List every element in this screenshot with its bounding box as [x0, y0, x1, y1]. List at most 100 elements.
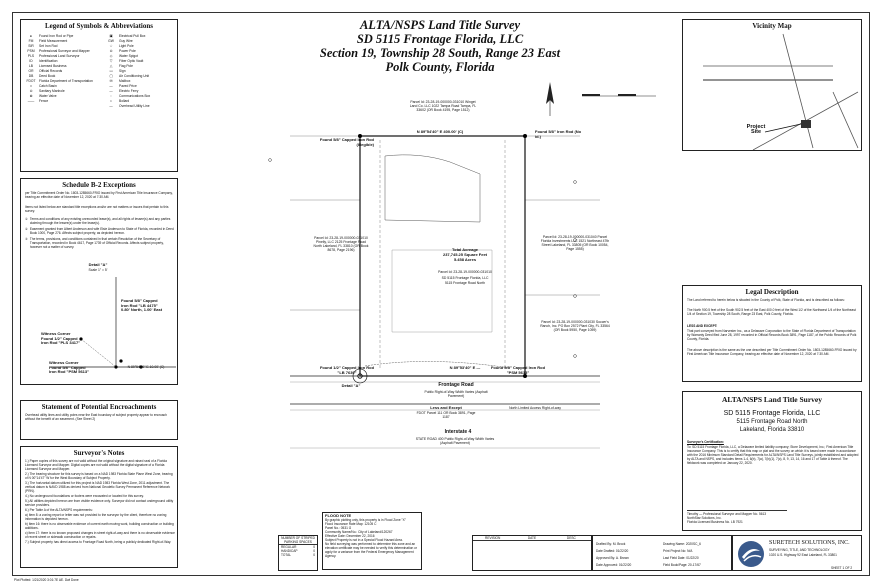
detail-a-scale: Scale 1" = 5': [88, 268, 108, 272]
detail-a-tag: Detail "A": [341, 383, 361, 388]
legend-row: ◇Water Spigot: [105, 53, 177, 58]
legend-symbol: OR: [28, 68, 34, 73]
legend-symbol: GW: [108, 38, 114, 43]
sig-line-2: NorthStar Solutions, Inc.: [687, 516, 722, 520]
legend-text: Licensed Business: [39, 63, 67, 68]
legend-row: —Overhead Utility Line: [105, 103, 177, 108]
vicinity-panel: Vicinity Map Project Site: [682, 19, 862, 151]
schedule-b2-item-num: ②: [25, 227, 28, 231]
legend-symbol: ▣: [109, 33, 113, 38]
parking-table-title: NUMBER OF STRIPED PARKING SPACES: [279, 536, 317, 545]
legend-symbol: ⊙: [109, 48, 113, 53]
less-except-label: Less and Except: [430, 405, 462, 410]
flood-note-panel: FLOOD NOTE By graphic plotting only, thi…: [322, 512, 422, 570]
footer-path: Plot Plotted: 1/21/2020 3:01:7E AE. Dwl …: [14, 578, 79, 582]
legend-text: Professional Land Surveyor: [39, 53, 80, 58]
flood-line: No field surveying was performed to dete…: [325, 542, 417, 558]
legend-symbol: ⊙: [29, 88, 33, 93]
legal-p2: The North 900.5 feet of the South 902.5 …: [687, 308, 856, 316]
legend-row: ✉ Mailbox: [105, 78, 177, 83]
legend-symbol: ●: [30, 33, 32, 38]
legend-title: Legend of Symbols & Abbreviations: [45, 22, 153, 30]
notes-title: Surveyor's Notes: [73, 449, 125, 457]
company-tagline: SURVEYING, TITLE, AND TECHNOLOGY: [769, 548, 830, 552]
total-area-ac: 5.458 Acres: [453, 257, 477, 262]
legend-symbol: ◇: [109, 53, 113, 58]
flood-line: Effective Date: December 22, 2016: [325, 534, 375, 538]
less-except-sub: FDOT Parcel 111 OR Book 3891, Page 1187: [416, 411, 476, 419]
legend-symbol: ⊗: [29, 93, 33, 98]
note-item: 3.) The horizontal datum utilized for th…: [25, 481, 171, 493]
schedule-b2-title: Schedule B-2 Exceptions: [62, 181, 136, 189]
cert-text: To: SD 5115 Frontage Florida, LLC, a Del…: [687, 445, 859, 465]
parking-cell: 0: [313, 549, 315, 553]
legend-text: Mailbox: [119, 78, 131, 83]
title-line-2: SD 5115 Frontage Florida, LLC: [356, 32, 524, 46]
legend-symbol: ——: [27, 98, 35, 103]
company-block: SURETECH SOLUTIONS, INC. SURVEYING, TITL…: [732, 535, 862, 571]
legend-symbol: ≈: [110, 98, 112, 103]
title-line-1: ALTA/NSPS Land Title Survey: [359, 18, 521, 32]
witness-corner-2: Witness Corner Found 5/8" Capped Iron Ro…: [49, 360, 90, 375]
sig-line-1: Timothy — Professional Surveyor and Mapp…: [687, 512, 767, 516]
last-field-date: Last Field Date: 01/22/20: [663, 556, 699, 560]
found-sw-rod: Found 1/2" Capped Iron Rod "LB 7639": [319, 365, 375, 375]
legend-symbol: PLS: [27, 53, 35, 58]
legend-text: Identification: [39, 58, 58, 63]
legend-symbol: ▽: [109, 58, 113, 63]
survey-map: [268, 82, 656, 449]
title-block-panel: ALTA/NSPS Land Title Survey SD 5115 Fron…: [682, 391, 862, 531]
schedule-b2-panel: Schedule B-2 Exceptions per Title Commit…: [20, 178, 178, 385]
interstate-label: Interstate 4: [444, 429, 472, 435]
legend-row: —Electric Ferry: [105, 88, 177, 93]
note-item: 6.) Per Table A of the ALTA/NSPS require…: [25, 508, 93, 512]
legend-text: Flag Pole: [119, 63, 133, 68]
legend-text: Professional Surveyor and Mapper: [39, 48, 90, 53]
drafted-by: Drafted By: M. Brock: [596, 542, 626, 546]
legend-text: Air Conditioning Unit: [119, 73, 150, 78]
legal-panel: Legal Description The Land referred to h…: [682, 285, 862, 382]
legend-text: Bollard: [119, 98, 130, 103]
vicinity-title: Vicinity Map: [752, 22, 792, 30]
legend-text: Catch Basin: [39, 83, 57, 88]
notes-list: 1.) Paper copies of this survey are not …: [25, 459, 175, 545]
encroach-title: Statement of Potential Encroachments: [41, 403, 157, 411]
bottom-bearing: N 89°53'40" E ---: [449, 365, 481, 370]
legend-symbol: □: [30, 83, 32, 88]
legend-row: □ Catch Basin: [25, 83, 101, 88]
top-bearing: N 89°54'40" E 400.00' (C): [416, 129, 464, 134]
legend-symbol: FM: [28, 38, 34, 43]
legal-p3-title: LESS AND EXCEPT:: [687, 324, 718, 328]
date-approved: Date Approved: 01/22/20: [596, 563, 632, 567]
total-area-sf: 237,745.25 Square Feet: [442, 252, 488, 257]
schedule-b2-intro: per Title Commitment Order No. 1803-1285…: [25, 191, 173, 199]
flood-lines: By graphic plotting only, this property …: [323, 518, 421, 558]
parcel-east: Parcel Id: 23-28-19-000000-031040 Parcel…: [540, 235, 610, 251]
schedule-b2-item-num: ③: [25, 237, 28, 241]
legend-text: Electric Ferry: [119, 88, 139, 93]
legend-text: Deed Book: [39, 73, 56, 78]
detail-a-drawing: [51, 277, 176, 369]
legend-symbol: ✉: [109, 78, 113, 83]
legend-symbol: DB: [28, 73, 34, 78]
legend-text: Electrical Pull Box: [119, 33, 146, 38]
note-item: a) Item 8: a zoning report or letter was…: [25, 513, 167, 521]
tb-title-1: ALTA/NSPS Land Title Survey: [722, 395, 822, 404]
parking-cell: 0: [313, 553, 315, 557]
cert-title: Surveyor's Certification:: [687, 440, 724, 444]
parcel-southeast: Parcel Id: 23-28-19-000000-031030 Soccer…: [540, 320, 610, 332]
legend-row: ▣ Electrical Pull Box: [105, 33, 177, 38]
interstate-sub: STATE ROAD 400 Public Right-of-Way Width…: [415, 437, 495, 445]
legend-row: ▢Air Conditioning Unit: [105, 73, 177, 78]
legal-p1: The Land referred to herein below is sit…: [687, 298, 845, 302]
frontage-road-label: Frontage Road: [438, 382, 474, 388]
